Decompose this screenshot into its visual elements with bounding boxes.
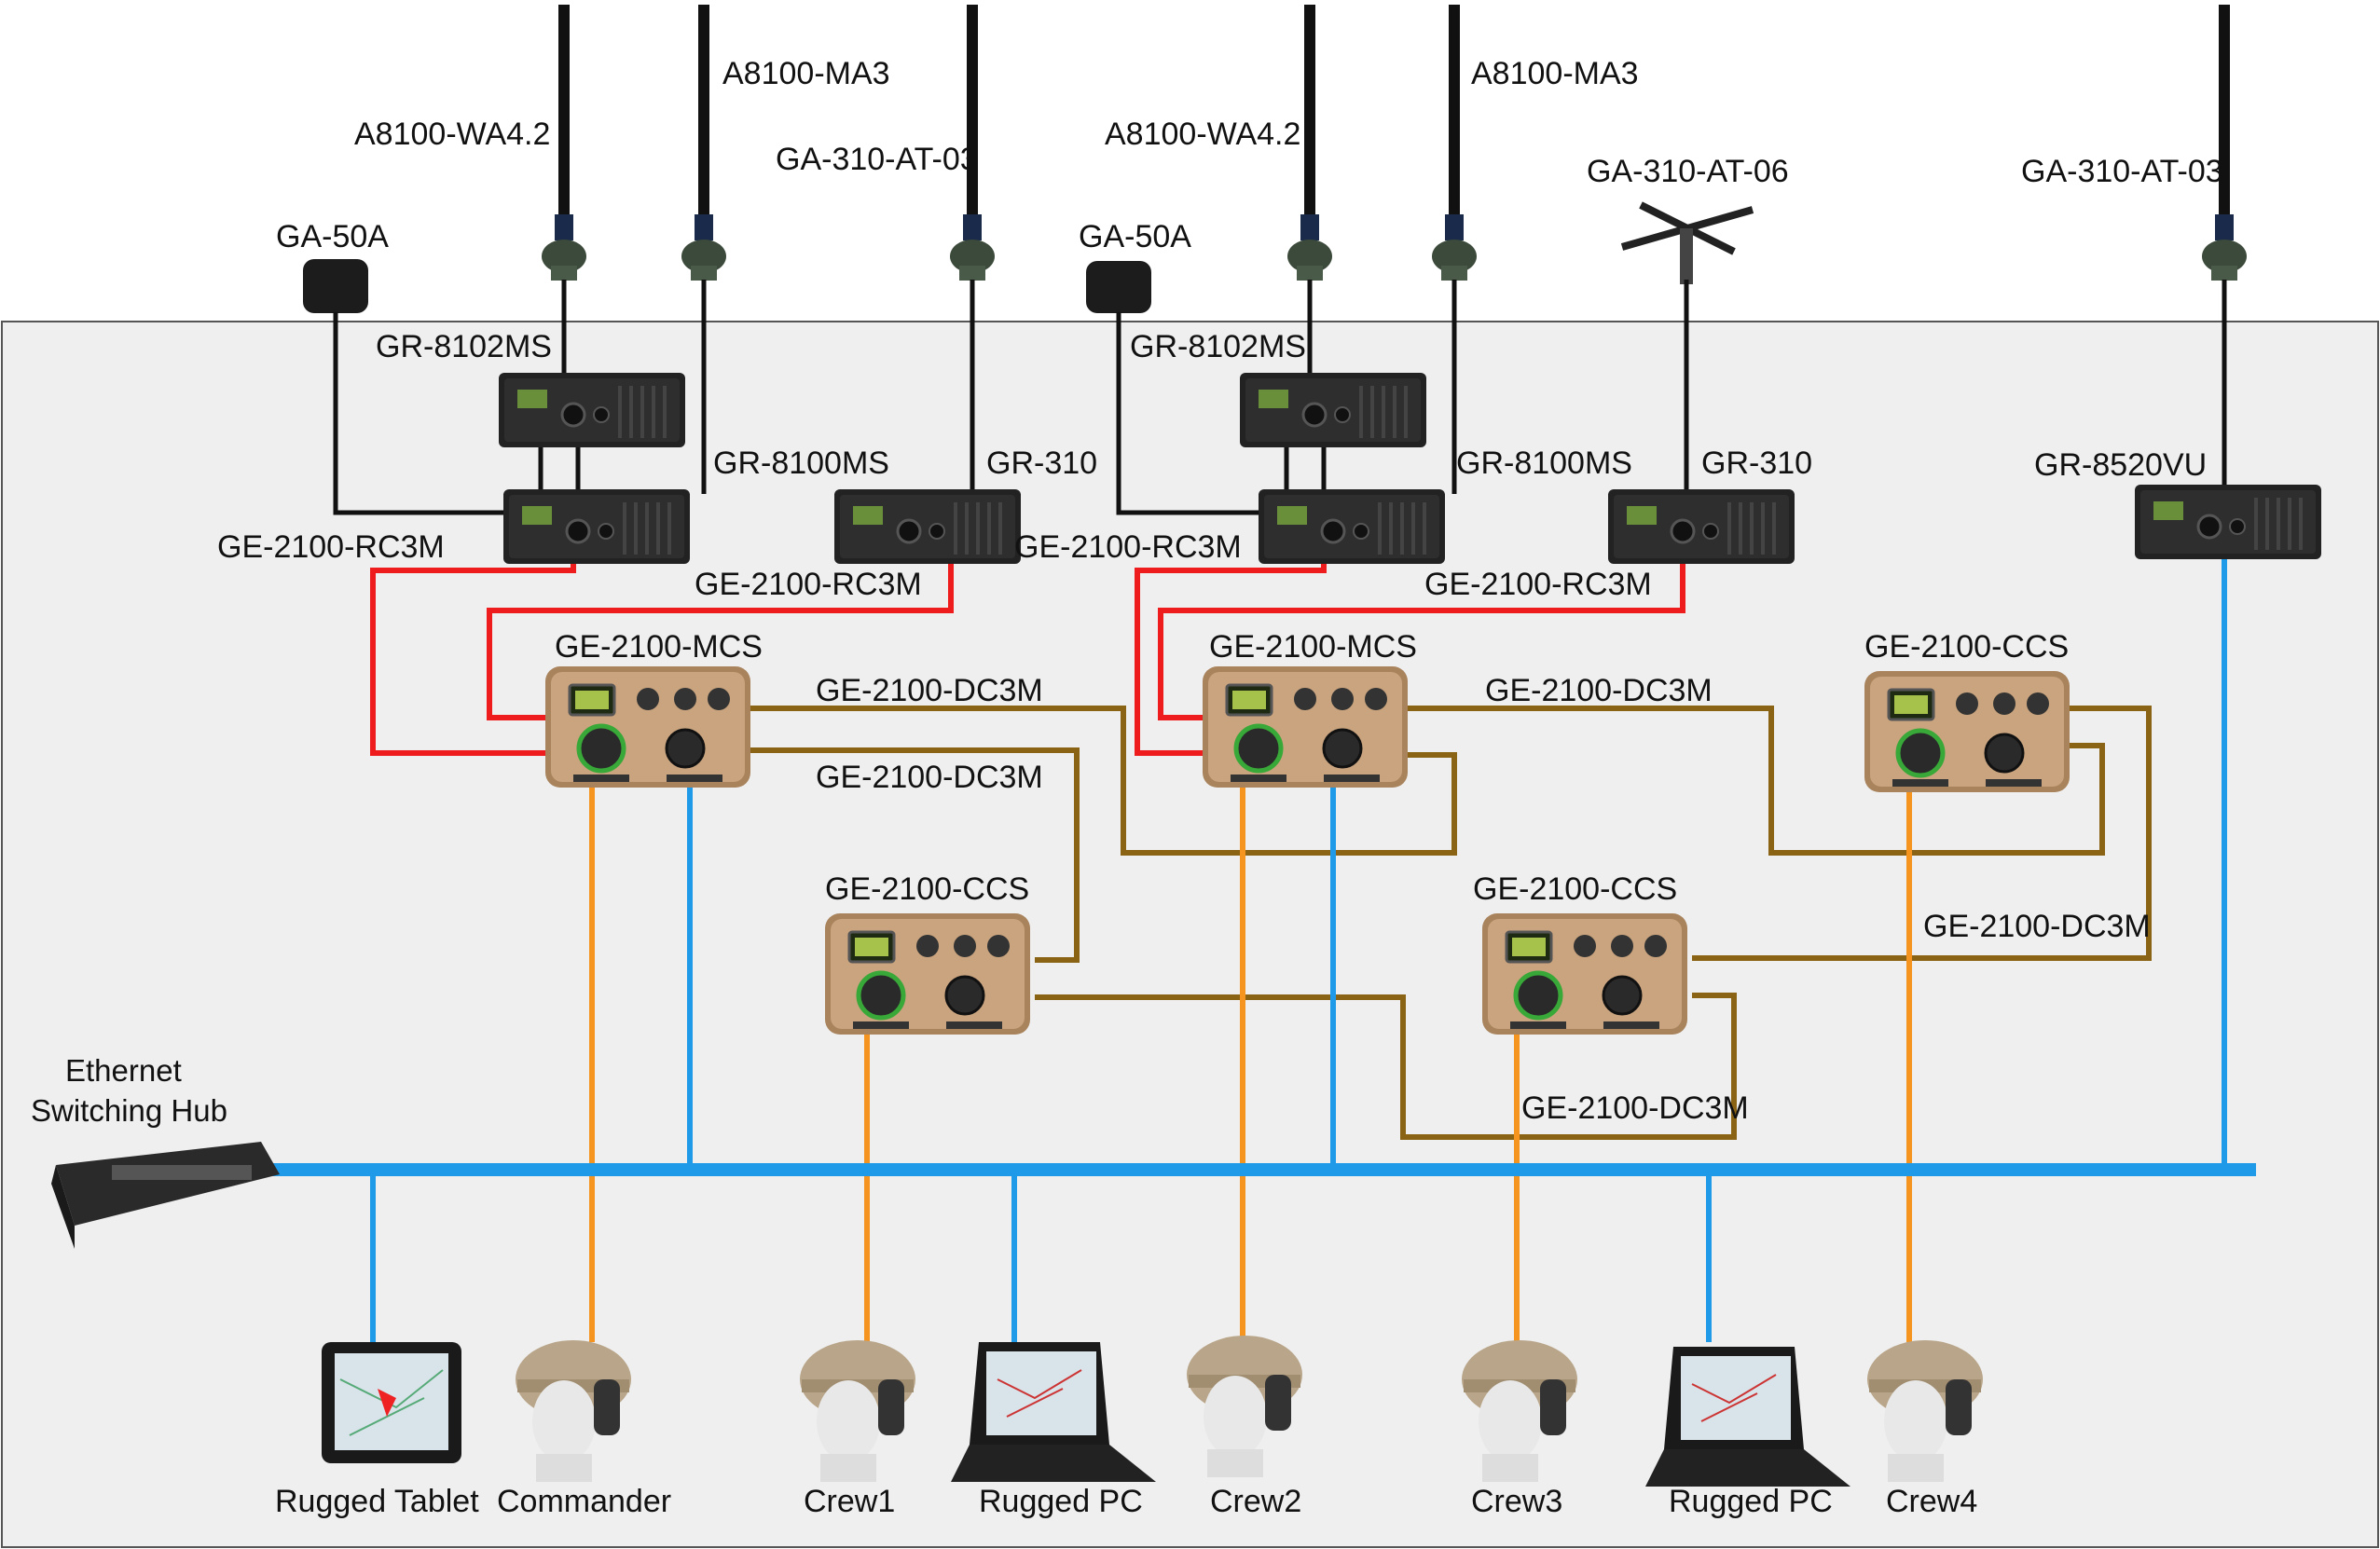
label-ccs-2: GE-2100-CCS xyxy=(1473,871,1677,907)
label-hub-line2: Switching Hub xyxy=(31,1093,227,1128)
dc3m-cables xyxy=(750,706,2152,1140)
headset-cables xyxy=(589,788,1912,1342)
label-a8100-wa-1: A8100-WA4.2 xyxy=(354,117,550,152)
label-gr310-1: GR-310 xyxy=(986,446,1097,481)
antenna-ga310-at03-2 xyxy=(2202,5,2247,281)
antenna-ga310-at06 xyxy=(1620,201,1754,284)
rugged-tablet-device xyxy=(321,1341,462,1464)
label-mcs-2: GE-2100-MCS xyxy=(1209,629,1417,665)
radio-gr310-1 xyxy=(832,487,1023,566)
label-mcs-1: GE-2100-MCS xyxy=(555,629,763,665)
label-rc3m-1: GE-2100-RC3M xyxy=(217,529,445,565)
label-dc3m-5: GE-2100-DC3M xyxy=(1521,1090,1749,1126)
label-rugged-pc-2: Rugged PC xyxy=(1669,1484,1833,1519)
label-gr310-2: GR-310 xyxy=(1701,446,1812,481)
station-mcs-2 xyxy=(1203,666,1408,788)
label-dc3m-3: GE-2100-DC3M xyxy=(1485,673,1713,708)
label-crew3: Crew3 xyxy=(1471,1484,1562,1519)
label-ga50a-1: GA-50A xyxy=(276,219,389,254)
label-ga50a-2: GA-50A xyxy=(1079,219,1191,254)
label-rugged-tablet: Rugged Tablet xyxy=(275,1484,479,1519)
antenna-a8100-ma-1 xyxy=(681,5,726,281)
rf-cables xyxy=(333,280,2227,515)
rc3m-cables xyxy=(370,564,1685,756)
gps-antenna-2 xyxy=(1086,261,1151,313)
label-gr8102ms-2: GR-8102MS xyxy=(1130,329,1306,364)
radio-gr8520vu xyxy=(2133,483,2323,561)
antenna-a8100-ma-2 xyxy=(1432,5,1477,281)
radio-gr8100ms-1 xyxy=(502,487,692,566)
label-crew2: Crew2 xyxy=(1210,1484,1301,1519)
label-crew1: Crew1 xyxy=(804,1484,895,1519)
label-a8100-ma-1: A8100-MA3 xyxy=(722,56,890,91)
label-dc3m-1: GE-2100-DC3M xyxy=(816,673,1043,708)
label-rc3m-2: GE-2100-RC3M xyxy=(695,567,922,602)
label-ga310-at03-2: GA-310-AT-03 xyxy=(2021,154,2223,189)
label-ga310-at06: GA-310-AT-06 xyxy=(1587,154,1789,189)
station-ccs-3 xyxy=(1864,671,2070,792)
station-ccs-1 xyxy=(825,913,1030,1035)
label-ccs-1: GE-2100-CCS xyxy=(825,871,1029,907)
label-rc3m-3: GE-2100-RC3M xyxy=(1014,529,1242,565)
station-mcs-1 xyxy=(545,666,750,788)
label-rc3m-4: GE-2100-RC3M xyxy=(1424,567,1652,602)
radio-gr310-2 xyxy=(1606,487,1796,566)
label-ccs-3: GE-2100-CCS xyxy=(1864,629,2069,665)
label-gr8100ms-2: GR-8100MS xyxy=(1456,446,1632,481)
label-commander: Commander xyxy=(497,1484,671,1519)
label-a8100-wa-2: A8100-WA4.2 xyxy=(1105,117,1300,152)
label-dc3m-4: GE-2100-DC3M xyxy=(1923,909,2151,944)
radio-gr8102ms-1 xyxy=(497,371,687,449)
label-ga310-at03-1: GA-310-AT-03 xyxy=(776,142,978,177)
label-dc3m-2: GE-2100-DC3M xyxy=(816,760,1043,795)
label-crew4: Crew4 xyxy=(1886,1484,1977,1519)
ethernet-cables xyxy=(270,559,2256,1342)
label-rugged-pc-1: Rugged PC xyxy=(979,1484,1143,1519)
gps-antenna-1 xyxy=(303,259,368,313)
station-ccs-2 xyxy=(1482,913,1687,1035)
label-hub-line1: Ethernet xyxy=(65,1053,182,1088)
label-gr8520vu: GR-8520VU xyxy=(2034,447,2207,483)
radio-gr8102ms-2 xyxy=(1238,371,1428,449)
label-gr8102ms-1: GR-8102MS xyxy=(376,329,552,364)
radio-gr8100ms-2 xyxy=(1257,487,1447,566)
ethernet-switching-hub xyxy=(51,1142,280,1249)
label-gr8100ms-1: GR-8100MS xyxy=(713,446,889,481)
label-a8100-ma-2: A8100-MA3 xyxy=(1471,56,1639,91)
